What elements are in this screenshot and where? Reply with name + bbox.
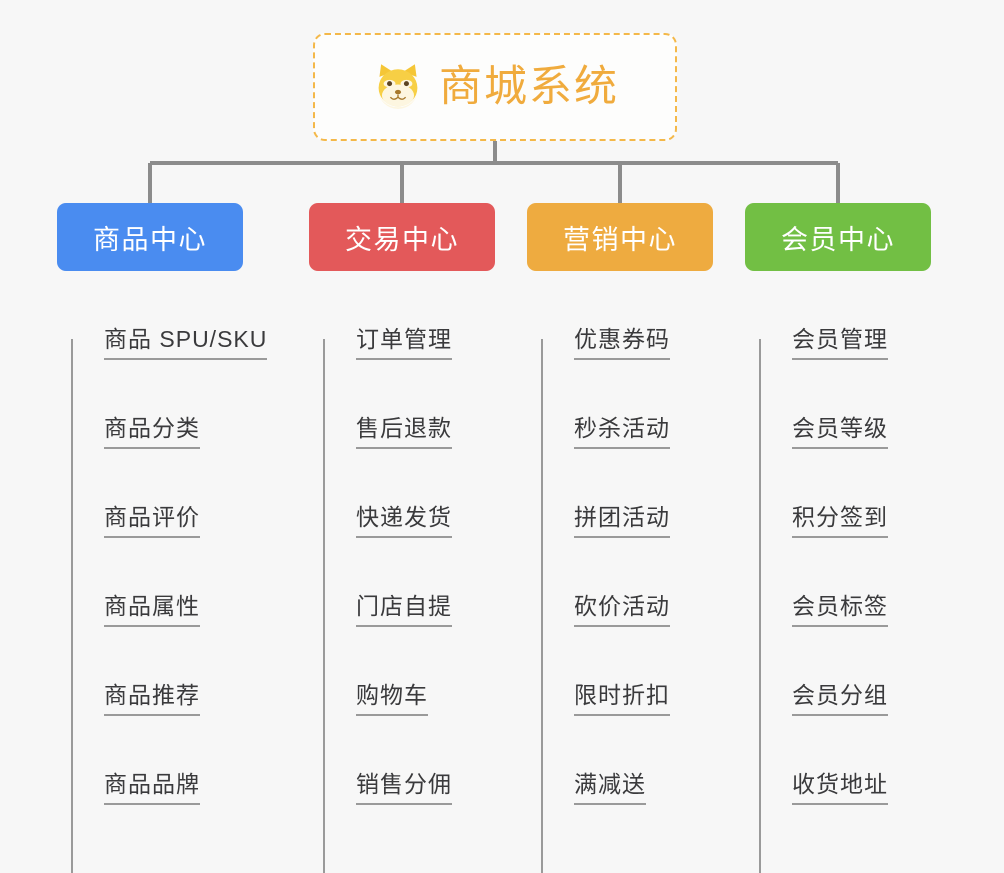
leaf-label: 商品分类 [104, 415, 200, 449]
leaf-label: 限时折扣 [574, 682, 670, 716]
leaf-label: 订单管理 [356, 326, 452, 360]
category-label-1: 交易中心 [345, 224, 459, 255]
spine-line-1 [323, 339, 325, 873]
branch-column-0: 商品中心 商品 SPU/SKU 商品分类 商品评价 商品属性 商品推荐 商品品牌 [57, 203, 268, 873]
leaf-list-2: 优惠券码 秒杀活动 拼团活动 砍价活动 限时折扣 满减送 [527, 271, 713, 873]
category-box-0[interactable]: 商品中心 [57, 203, 243, 271]
leaf-label: 售后退款 [356, 415, 452, 449]
leaf-label: 收货地址 [792, 771, 888, 805]
root-node[interactable]: 商城系统 [313, 33, 677, 141]
shiba-dog-face-icon [378, 64, 418, 109]
leaf-item[interactable]: 商品分类 [104, 360, 267, 449]
leaf-label: 商品评价 [104, 504, 200, 538]
leaf-label: 快递发货 [356, 504, 452, 538]
spine-line-0 [71, 339, 73, 873]
leaf-label: 门店自提 [356, 593, 452, 627]
leaf-item[interactable]: 满减送 [574, 716, 713, 805]
leaf-item[interactable]: 积分签到 [792, 449, 931, 538]
mindmap-diagram: 商城系统 商品中心 商品 SPU/SKU 商品分类 商品评价 商品属性 商品推荐 [57, 33, 931, 873]
leaf-item[interactable]: 商品评价 [104, 449, 267, 538]
leaf-label: 商品 SPU/SKU [104, 326, 268, 360]
leaf-label: 优惠券码 [574, 326, 670, 360]
leaf-label: 积分签到 [792, 504, 888, 538]
category-box-1[interactable]: 交易中心 [309, 203, 495, 271]
leaf-item[interactable]: 会员标签 [792, 538, 931, 627]
leaf-item[interactable]: 会员管理 [792, 271, 931, 360]
leaf-list-3: 会员管理 会员等级 积分签到 会员标签 会员分组 收货地址 [745, 271, 931, 873]
category-label-3: 会员中心 [781, 224, 895, 255]
leaf-label: 会员标签 [792, 593, 888, 627]
leaf-item[interactable]: 商品属性 [104, 538, 267, 627]
leaf-item[interactable]: 秒杀活动 [574, 360, 713, 449]
spine-line-2 [541, 339, 543, 873]
leaf-label: 商品品牌 [104, 771, 200, 805]
leaf-label: 购物车 [356, 682, 428, 716]
leaf-item[interactable]: 销售分佣 [356, 716, 495, 805]
leaf-label: 拼团活动 [574, 504, 670, 538]
leaf-item[interactable]: 购物车 [356, 627, 495, 716]
leaf-label: 商品属性 [104, 593, 200, 627]
leaf-item[interactable]: 商品 SPU/SKU [104, 271, 268, 360]
category-box-2[interactable]: 营销中心 [527, 203, 713, 271]
branch-column-3: 会员中心 会员管理 会员等级 积分签到 会员标签 会员分组 收货地址 [745, 203, 931, 873]
category-label-0: 商品中心 [93, 224, 207, 255]
leaf-label: 秒杀活动 [574, 415, 670, 449]
leaf-item[interactable]: 售后退款 [356, 360, 495, 449]
leaf-label: 会员等级 [792, 415, 888, 449]
leaf-list-0: 商品 SPU/SKU 商品分类 商品评价 商品属性 商品推荐 商品品牌 [57, 271, 268, 873]
leaf-item[interactable]: 收货地址 [792, 716, 931, 805]
spine-line-3 [759, 339, 761, 873]
branch-column-2: 营销中心 优惠券码 秒杀活动 拼团活动 砍价活动 限时折扣 满减送 [527, 203, 713, 873]
leaf-item[interactable]: 订单管理 [356, 271, 495, 360]
leaf-item[interactable]: 商品品牌 [104, 716, 267, 805]
leaf-label: 砍价活动 [574, 593, 670, 627]
leaf-item[interactable]: 拼团活动 [574, 449, 713, 538]
leaf-label: 销售分佣 [356, 771, 452, 805]
leaf-list-1: 订单管理 售后退款 快递发货 门店自提 购物车 销售分佣 [309, 271, 495, 873]
category-label-2: 营销中心 [563, 224, 677, 255]
branch-column-1: 交易中心 订单管理 售后退款 快递发货 门店自提 购物车 销售分佣 [309, 203, 495, 873]
leaf-item[interactable]: 优惠券码 [574, 271, 713, 360]
category-box-3[interactable]: 会员中心 [745, 203, 931, 271]
leaf-item[interactable]: 会员等级 [792, 360, 931, 449]
leaf-label: 满减送 [574, 771, 646, 805]
leaf-item[interactable]: 商品推荐 [104, 627, 267, 716]
leaf-item[interactable]: 限时折扣 [574, 627, 713, 716]
leaf-label: 商品推荐 [104, 682, 200, 716]
leaf-item[interactable]: 快递发货 [356, 449, 495, 538]
leaf-item[interactable]: 会员分组 [792, 627, 931, 716]
root-title: 商城系统 [439, 62, 619, 111]
leaf-label: 会员分组 [792, 682, 888, 716]
leaf-item[interactable]: 门店自提 [356, 538, 495, 627]
leaf-label: 会员管理 [792, 326, 888, 360]
leaf-item[interactable]: 砍价活动 [574, 538, 713, 627]
